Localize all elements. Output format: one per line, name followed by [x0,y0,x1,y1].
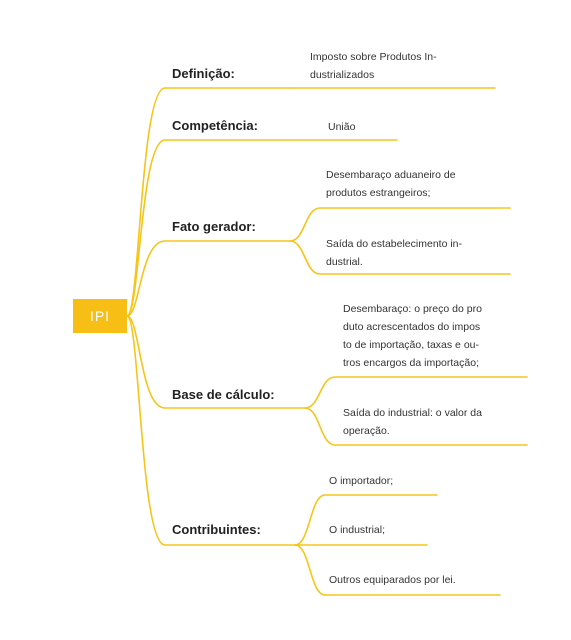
leaf-base-calculo-2[interactable]: Saída do industrial: o valor da operação… [343,407,482,437]
topic-definicao[interactable]: Definição: [172,66,235,81]
connector-contribuintes [126,315,296,546]
connector-competencia [126,139,291,317]
topic-competencia[interactable]: Competência: [172,118,258,133]
connector-leaf-base-2 [304,407,528,446]
leaf-contribuintes-2[interactable]: O industrial; [329,524,386,536]
connector-leaf-fato-2 [289,240,511,275]
leaf-definicao[interactable]: Imposto sobre Produtos In-dustrializados [310,51,437,81]
root-label: IPI [89,308,111,324]
connector-fato-gerador [126,240,291,317]
root-node[interactable]: IPI [73,299,127,333]
connector-leaf-base-1 [304,376,528,409]
leaf-contribuintes-1[interactable]: O importador; [329,475,394,487]
connector-leaf-fato-1 [289,207,511,242]
topic-contribuintes[interactable]: Contribuintes: [172,522,261,537]
connector-leaf-contrib-1 [294,494,438,546]
connector-leaf-contrib-3 [294,544,501,596]
leaf-fato-gerador-2[interactable]: Saída do estabelecimento in-dustrial. [326,238,463,268]
connector-base-calculo [126,315,306,409]
topic-fato-gerador[interactable]: Fato gerador: [172,219,256,234]
leaf-competencia[interactable]: União [328,121,356,133]
topic-base-calculo[interactable]: Base de cálculo: [172,387,275,402]
leaf-contribuintes-3[interactable]: Outros equiparados por lei. [329,574,456,586]
